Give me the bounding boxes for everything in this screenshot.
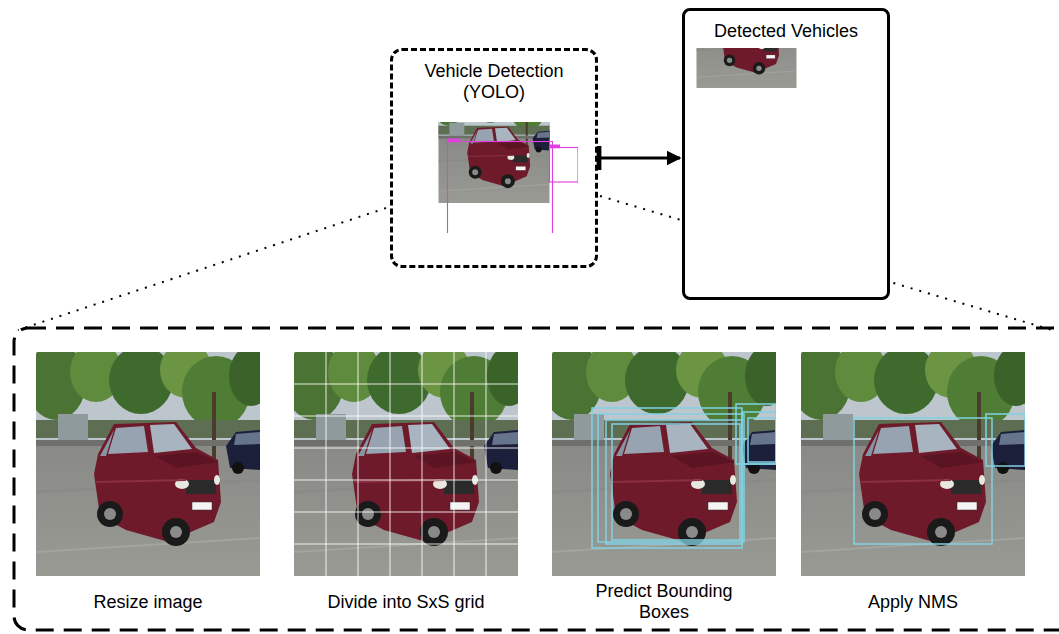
grid-image: [284, 342, 531, 576]
vehicle-crop: [692, 0, 802, 88]
step-caption: Divide into SxS grid: [327, 592, 484, 613]
flow-arrow: [599, 157, 680, 160]
zoom-line: [18, 208, 386, 330]
step-caption: Apply NMS: [868, 592, 958, 613]
detection-box: Vehicle Detection (YOLO): [390, 48, 598, 268]
pipeline-step: Predict Bounding Boxes: [552, 352, 776, 628]
boxes-image: [542, 342, 789, 576]
scene-image: [26, 342, 273, 576]
step-caption: Predict Bounding Boxes: [584, 581, 744, 623]
pipeline-frame: [14, 328, 1059, 630]
box-title: Vehicle Detection (YOLO): [414, 61, 574, 103]
box-title: Detected Vehicles: [714, 21, 858, 42]
detection-thumbnail: [434, 87, 578, 239]
step-caption: Resize image: [93, 592, 202, 613]
pipeline-step: Apply NMS: [801, 352, 1025, 628]
pipeline-step: Divide into SxS grid: [294, 352, 518, 628]
nms-image: [791, 342, 1038, 576]
output-box: Detected Vehicles: [682, 8, 890, 300]
box-ground: [390, 48, 598, 268]
pipeline-step: Resize image: [36, 352, 260, 628]
